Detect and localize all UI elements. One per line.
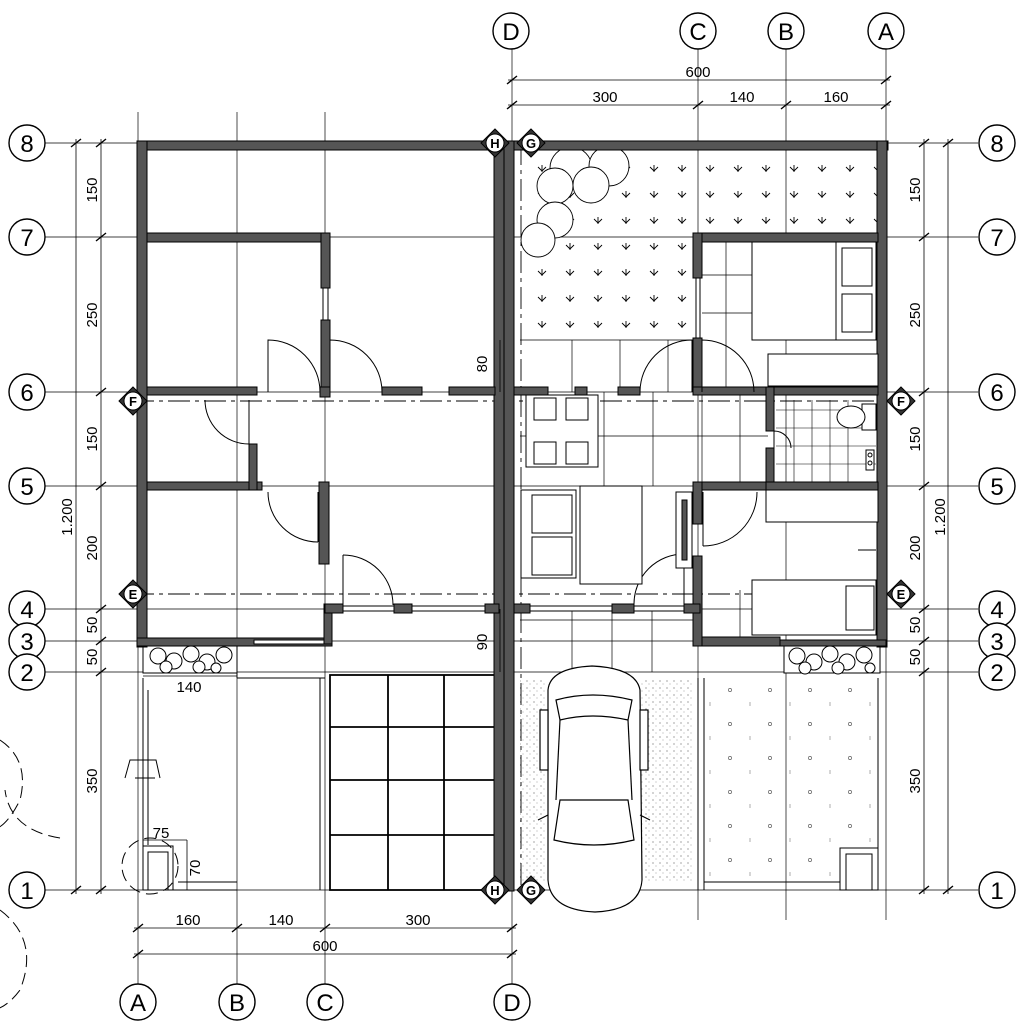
dim-left-seg-6: 50 — [84, 649, 101, 666]
dim-top-total: 600 — [685, 64, 710, 81]
sofa-icon — [520, 489, 577, 579]
dimension-ticks — [70, 75, 954, 959]
row-left-2: 2 — [20, 660, 33, 687]
doors — [204, 339, 792, 606]
dim-mid-90: 90 — [474, 634, 491, 651]
tv-cabinet-icon — [579, 485, 693, 585]
carport-tile-edge — [329, 674, 501, 891]
section-h-bottom: H — [490, 883, 499, 898]
section-h-top: H — [490, 136, 499, 151]
dim-top-seg-2: 140 — [729, 89, 754, 106]
axis-bottom-a: A — [130, 990, 146, 1017]
dim-left-seg-1: 150 — [84, 177, 101, 202]
axis-bottom-c: C — [316, 990, 333, 1017]
dim-planter-width: 140 — [176, 679, 201, 696]
row-left-8: 8 — [20, 131, 33, 158]
dim-gate-depth: 70 — [187, 860, 204, 877]
bed-bottom-icon — [751, 489, 879, 636]
dim-gate-width: 75 — [153, 825, 170, 842]
row-left-6: 6 — [20, 380, 33, 407]
dim-right-seg-7: 350 — [907, 768, 924, 793]
dim-bottom-seg-3: 300 — [405, 912, 430, 929]
garden-areas — [520, 150, 880, 882]
dining-set-icon — [525, 394, 599, 468]
toilet-icon — [836, 403, 877, 431]
gate-left — [124, 677, 879, 891]
dim-right-seg-6: 50 — [907, 649, 924, 666]
grid-bubbles — [8, 12, 1016, 1021]
dim-right-total: 1.200 — [932, 498, 949, 536]
dim-right-seg-5: 50 — [907, 617, 924, 634]
windows — [253, 277, 701, 645]
dim-top-seg-1: 300 — [592, 89, 617, 106]
dim-right-seg-2: 250 — [907, 302, 924, 327]
dim-right-seg-3: 150 — [907, 426, 924, 451]
section-g-bottom: G — [526, 883, 536, 898]
axis-top-c: C — [689, 19, 706, 46]
planter-right — [783, 642, 881, 675]
driveway-gravel-right — [640, 678, 694, 882]
row-left-3: 3 — [20, 629, 33, 656]
row-left-7: 7 — [20, 225, 33, 252]
inner-garden — [520, 238, 696, 338]
row-right-2: 2 — [990, 660, 1003, 687]
section-marker-labels: H G H G F F E E — [129, 136, 906, 898]
section-f-left: F — [129, 394, 137, 409]
axis-top-a: A — [878, 19, 894, 46]
section-markers — [118, 128, 916, 905]
dim-bottom-total: 600 — [312, 938, 337, 955]
dim-mid-80: 80 — [474, 356, 491, 373]
row-right-5: 5 — [990, 474, 1003, 501]
tree-canopy-outline — [0, 739, 179, 1009]
row-left-1: 1 — [20, 878, 33, 905]
bed-top-icon — [751, 241, 879, 387]
row-right-7: 7 — [990, 225, 1003, 252]
walls — [136, 140, 889, 892]
section-g-top: G — [526, 136, 536, 151]
grid-bubble-labels: D C B A A B C D 8 7 6 5 4 3 2 1 8 7 6 5 … — [20, 19, 1003, 1017]
row-right-3: 3 — [990, 629, 1003, 656]
shower-drain-icon — [865, 449, 875, 471]
axis-bottom-b: B — [229, 990, 245, 1017]
row-right-1: 1 — [990, 878, 1003, 905]
row-right-4: 4 — [990, 597, 1003, 624]
row-left-4: 4 — [20, 597, 33, 624]
row-left-5: 5 — [20, 474, 33, 501]
dim-left-total: 1.200 — [59, 498, 76, 536]
row-right-8: 8 — [990, 131, 1003, 158]
dim-top-seg-3: 160 — [823, 89, 848, 106]
front-walls-lines — [147, 646, 879, 890]
axis-top-d: D — [502, 19, 519, 46]
dim-left-seg-5: 50 — [84, 617, 101, 634]
axis-top-b: B — [778, 19, 794, 46]
dim-right-seg-4: 200 — [907, 535, 924, 560]
section-e-right: E — [897, 587, 906, 602]
dim-bottom-seg-2: 140 — [268, 912, 293, 929]
planter-left — [142, 642, 238, 674]
section-f-right: F — [897, 394, 905, 409]
axis-bottom-d: D — [503, 990, 520, 1017]
dim-left-seg-3: 150 — [84, 426, 101, 451]
driveway-gravel-left — [520, 678, 546, 882]
dim-left-seg-4: 200 — [84, 535, 101, 560]
section-e-left: E — [129, 587, 138, 602]
dim-bottom-seg-1: 160 — [175, 912, 200, 929]
row-right-6: 6 — [990, 380, 1003, 407]
dim-left-seg-7: 350 — [84, 768, 101, 793]
dim-right-seg-1: 150 — [907, 177, 924, 202]
car-icon — [537, 665, 651, 913]
dim-left-seg-2: 250 — [84, 302, 101, 327]
dimension-labels: 600 300 140 160 160 140 300 600 1.200 15… — [59, 64, 949, 955]
